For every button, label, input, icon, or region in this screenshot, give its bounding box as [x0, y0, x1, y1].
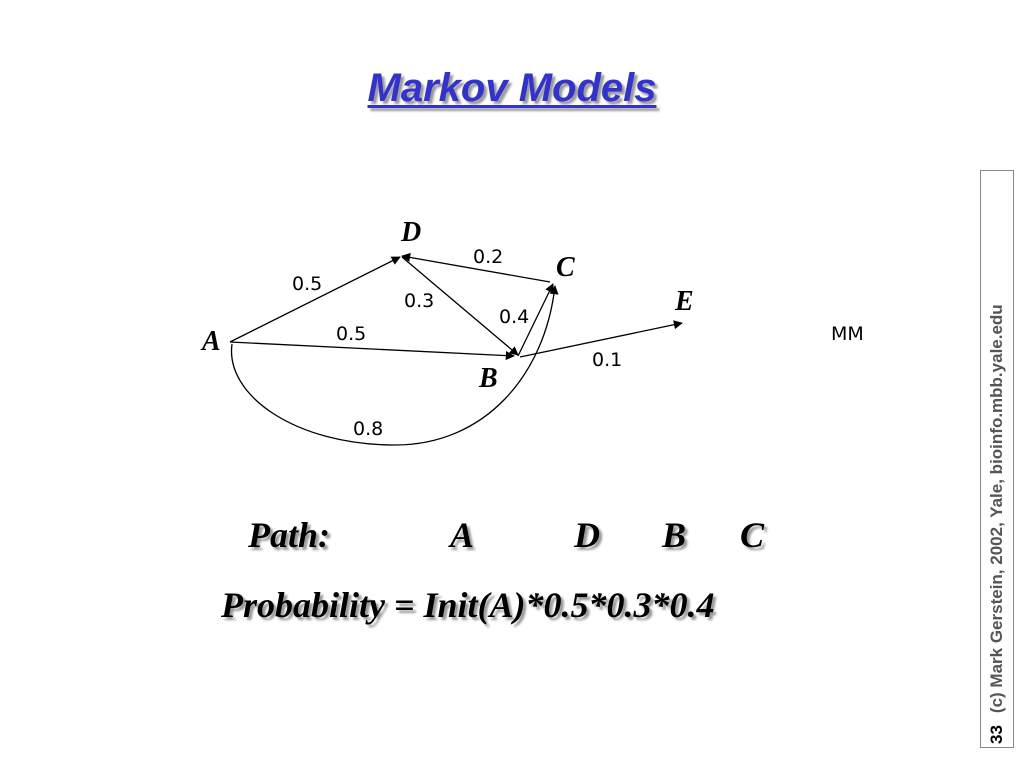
edge-a-d-prob: 0.5 [292, 273, 322, 295]
edge-c-to-d [401, 252, 551, 283]
probability-formula: Probability = Init(A)*0.5*0.3*0.4 [221, 585, 715, 625]
path-state-4: C [740, 515, 765, 555]
node-e-label: E [674, 286, 694, 317]
edge-b-to-e [519, 320, 683, 358]
edge-b-to-c [517, 283, 554, 357]
section-tag-label: MM [831, 323, 864, 345]
edge-a-to-d [229, 256, 401, 343]
path-state-1: A [450, 515, 475, 555]
path-label: Path: [248, 515, 331, 555]
edge-d-b-prob: 0.3 [404, 290, 434, 312]
edge-a-b-prob: 0.5 [336, 323, 366, 345]
edge-b-c-prob: 0.4 [499, 306, 529, 328]
edge-a-c-prob: 0.8 [353, 418, 383, 440]
edge-a-to-b [229, 341, 515, 361]
copyright-credit: (c) Mark Gerstein, 2002, Yale, bioinfo.m… [987, 304, 1006, 714]
edge-c-d-prob: 0.2 [473, 246, 503, 268]
node-a-label: A [200, 326, 221, 357]
edge-b-e-prob: 0.1 [592, 349, 622, 371]
credit-sidebar: 33 (c) Mark Gerstein, 2002, Yale, bioinfo… [980, 170, 1014, 748]
slide-title: Markov Models [367, 66, 657, 110]
edge-d-to-b [401, 256, 519, 356]
path-state-3: B [662, 515, 687, 555]
edge-a-to-c [230, 285, 559, 446]
path-state-2: D [574, 515, 600, 555]
page-number: 33 [987, 725, 1006, 744]
node-b-label: B [478, 363, 498, 394]
credit-text-block: 33 (c) Mark Gerstein, 2002, Yale, bioinfo… [987, 174, 1007, 744]
node-d-label: D [400, 217, 421, 248]
node-c-label: C [556, 252, 575, 283]
